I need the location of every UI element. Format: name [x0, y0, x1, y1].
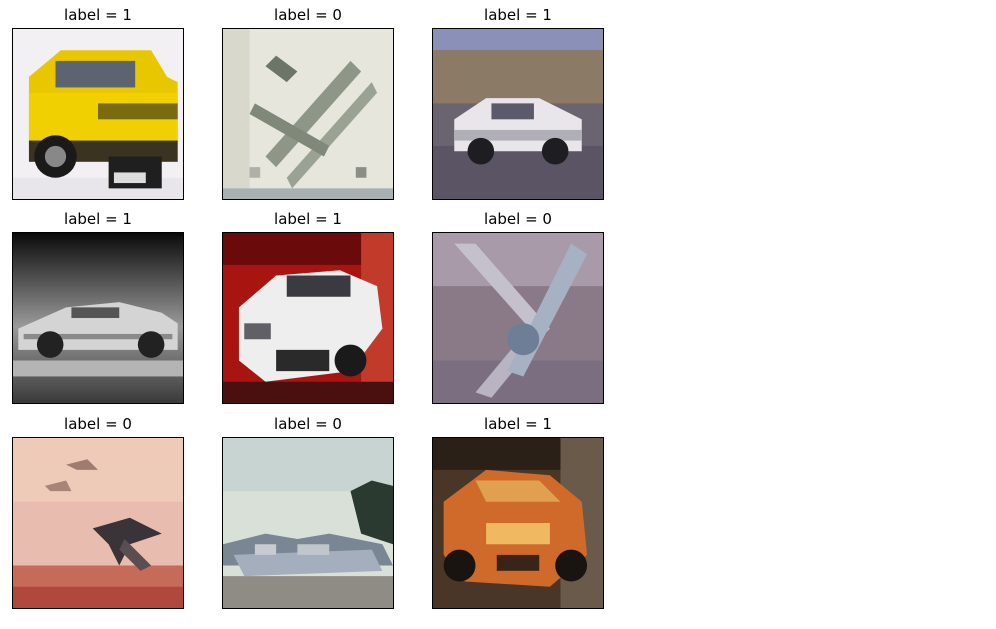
- thumbnail-silver-sports-car: [12, 232, 184, 404]
- thumbnail-orange-car: [432, 437, 604, 609]
- cell-title: label = 1: [64, 210, 132, 228]
- cell-title: label = 0: [274, 415, 342, 433]
- cell-title: label = 1: [64, 6, 132, 24]
- thumbnail-birds: [12, 437, 184, 609]
- thumbnail-yellow-car: [12, 28, 184, 200]
- thumbnail-biplane: [222, 28, 394, 200]
- cell-title: label = 1: [484, 6, 552, 24]
- cell-title: label = 0: [484, 210, 552, 228]
- cell-title: label = 1: [274, 210, 342, 228]
- cell-title: label = 0: [64, 415, 132, 433]
- thumbnail-airplane: [432, 232, 604, 404]
- thumbnail-police-car: [432, 28, 604, 200]
- thumbnail-white-car-red: [222, 232, 394, 404]
- thumbnail-ship: [222, 437, 394, 609]
- cell-title: label = 1: [484, 415, 552, 433]
- cell-title: label = 0: [274, 6, 342, 24]
